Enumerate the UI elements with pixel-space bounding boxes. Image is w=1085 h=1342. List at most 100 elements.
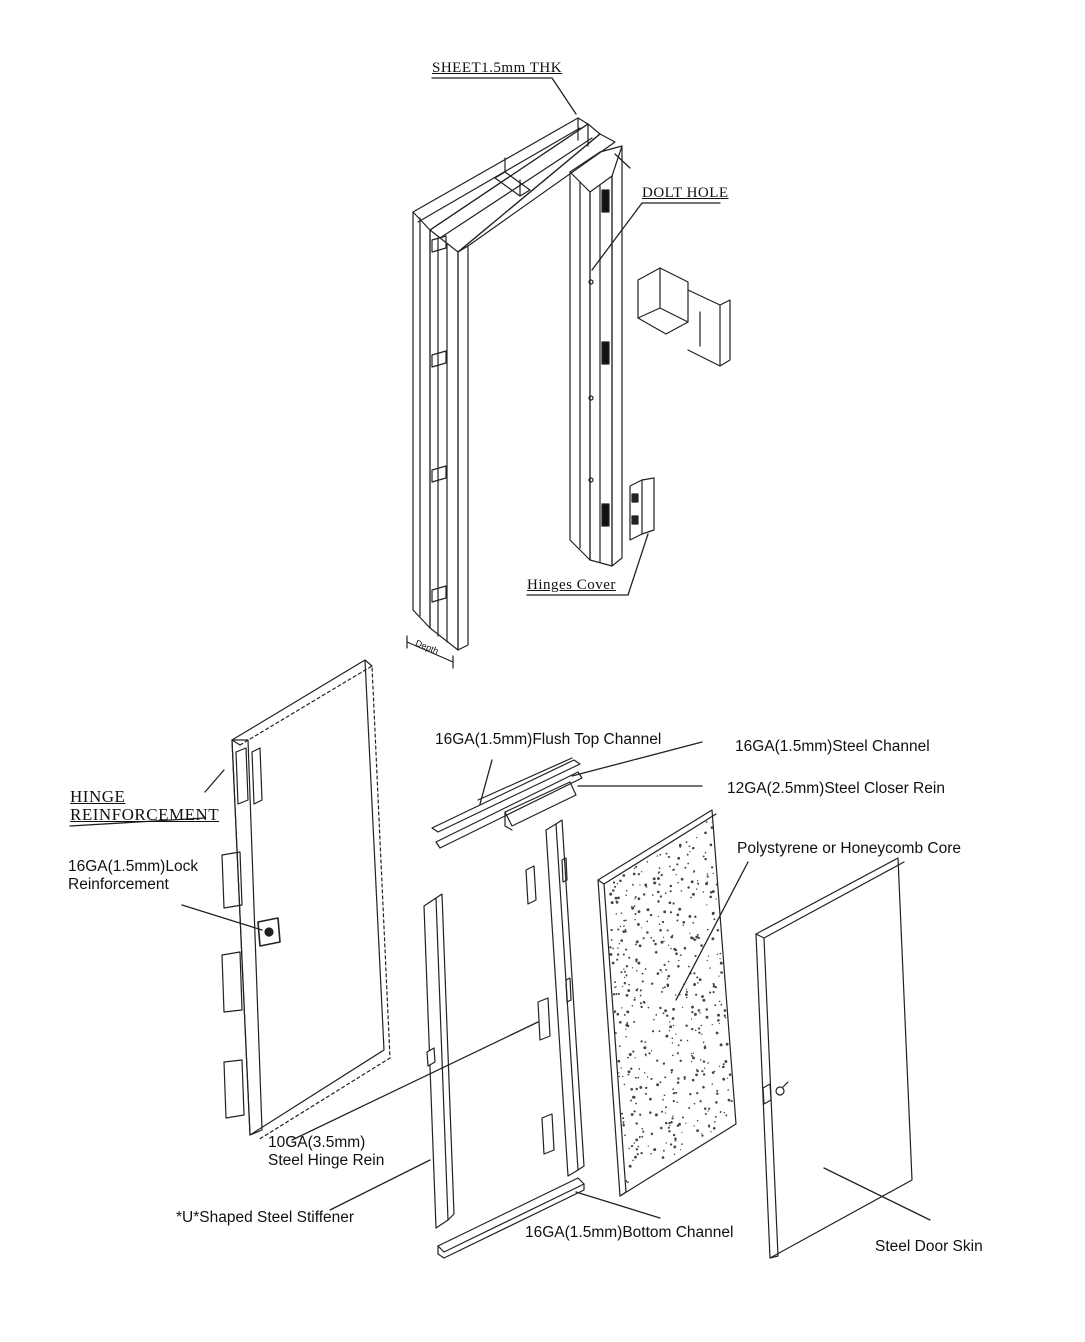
core-texture-dot	[670, 1068, 674, 1072]
core-texture-dot	[637, 1076, 640, 1079]
core-texture-dot	[711, 821, 713, 824]
core-texture-dot	[610, 928, 613, 932]
core-texture-dot	[674, 1139, 677, 1142]
core-texture-dot	[697, 879, 699, 882]
core-texture-dot	[610, 901, 614, 905]
hinges-cover-part	[629, 477, 655, 541]
core-texture-dot	[663, 910, 667, 914]
core-texture-dot	[621, 1007, 623, 1009]
core-texture-dot	[715, 1101, 718, 1104]
core-texture-dot	[653, 1148, 657, 1152]
core-texture-dot	[691, 1078, 695, 1082]
core-texture-dot	[656, 1059, 659, 1062]
core-texture-dot	[718, 1065, 721, 1067]
core-texture-dot	[716, 1092, 719, 1096]
core-texture-dot	[656, 1083, 660, 1087]
core-texture-dot	[636, 1153, 639, 1156]
core-texture-dot	[646, 1076, 649, 1078]
core-texture-dot	[691, 1006, 694, 1009]
core-texture-dot	[694, 1029, 697, 1032]
core-texture-dot	[626, 1011, 628, 1013]
core-texture-dot	[697, 1027, 701, 1030]
core-texture-dot	[650, 1050, 653, 1052]
core-texture-dot	[625, 948, 628, 951]
core-texture-dot	[668, 1030, 671, 1032]
core-texture-dot	[616, 953, 620, 956]
core-texture-dot	[651, 894, 654, 896]
core-texture-dot	[692, 1056, 695, 1060]
core-texture-dot	[707, 1110, 709, 1112]
core-texture-dot	[634, 1155, 637, 1159]
core-texture-dot	[652, 939, 655, 942]
core-texture-dot	[625, 994, 629, 997]
core-texture-dot	[701, 1133, 703, 1135]
core-texture-dot	[695, 935, 699, 939]
core-texture-dot	[616, 882, 619, 885]
core-texture-dot	[696, 1129, 699, 1132]
core-texture-dot	[671, 1037, 674, 1040]
core-texture-dot	[642, 893, 646, 896]
core-texture-dot	[669, 1021, 671, 1023]
core-texture-dot	[657, 900, 660, 903]
core-texture-dot	[673, 1153, 676, 1156]
core-texture-dot	[667, 1126, 670, 1129]
core-texture-dot	[700, 944, 703, 947]
core-texture-dot	[694, 954, 697, 958]
core-texture-dot	[666, 978, 669, 980]
core-texture-dot	[715, 883, 718, 886]
core-texture-dot	[685, 1024, 688, 1027]
core-texture-dot	[633, 1020, 636, 1023]
core-texture-dot	[681, 1131, 683, 1133]
core-texture-dot	[619, 925, 622, 928]
core-texture-dot	[712, 991, 715, 994]
core-texture-dot	[644, 1053, 647, 1056]
core-texture-dot	[658, 867, 661, 869]
core-texture-dot	[623, 982, 627, 985]
core-texture-dot	[677, 1044, 680, 1047]
core-texture-dot	[700, 1024, 703, 1027]
core-texture-dot	[636, 922, 640, 926]
core-texture-dot	[672, 902, 675, 905]
core-texture-dot	[705, 1008, 708, 1011]
core-texture-dot	[656, 877, 660, 880]
core-texture-dot	[693, 870, 696, 873]
core-texture-dot	[645, 1054, 647, 1057]
core-texture-dot	[678, 1122, 681, 1126]
label-hinges-cover: Hinges Cover	[527, 577, 616, 593]
core-texture-dot	[674, 1137, 677, 1141]
core-texture-dot	[635, 988, 639, 992]
core-texture-dot	[618, 1072, 620, 1074]
core-texture-dot	[625, 894, 627, 897]
core-texture-dot	[640, 1040, 643, 1043]
core-texture-dot	[655, 1014, 658, 1016]
label-sheet-thickness: SHEET1.5mm THK	[432, 60, 563, 76]
core-texture-dot	[722, 1065, 725, 1069]
core-texture-dot	[620, 912, 623, 914]
core-texture-dot	[676, 863, 679, 866]
core-texture-dot	[681, 1143, 683, 1145]
top-channels	[431, 757, 583, 849]
core-texture-dot	[614, 981, 616, 984]
core-texture-dot	[614, 885, 617, 888]
core-texture-dot	[698, 1031, 701, 1034]
core-texture-dot	[612, 889, 615, 892]
core-texture-dot	[674, 994, 677, 996]
core-texture-dot	[635, 958, 638, 962]
core-texture-dot	[677, 965, 680, 968]
core-texture-dot	[641, 980, 644, 983]
core-texture-dot	[640, 1151, 643, 1155]
core-texture-dot	[720, 971, 723, 974]
core-texture-dot	[713, 918, 716, 921]
core-texture-dot	[703, 1046, 707, 1050]
core-texture-dot	[651, 982, 654, 985]
core-texture-dot	[710, 1131, 712, 1133]
core-texture-dot	[659, 853, 662, 856]
core-texture-dot	[685, 841, 688, 844]
core-texture-dot	[673, 1145, 677, 1149]
core-texture-dot	[670, 947, 672, 950]
core-texture-dot	[679, 954, 682, 956]
core-texture-dot	[714, 1070, 716, 1072]
core-texture-dot	[716, 953, 719, 955]
core-texture-dot	[658, 923, 661, 925]
core-texture-dot	[669, 865, 671, 868]
